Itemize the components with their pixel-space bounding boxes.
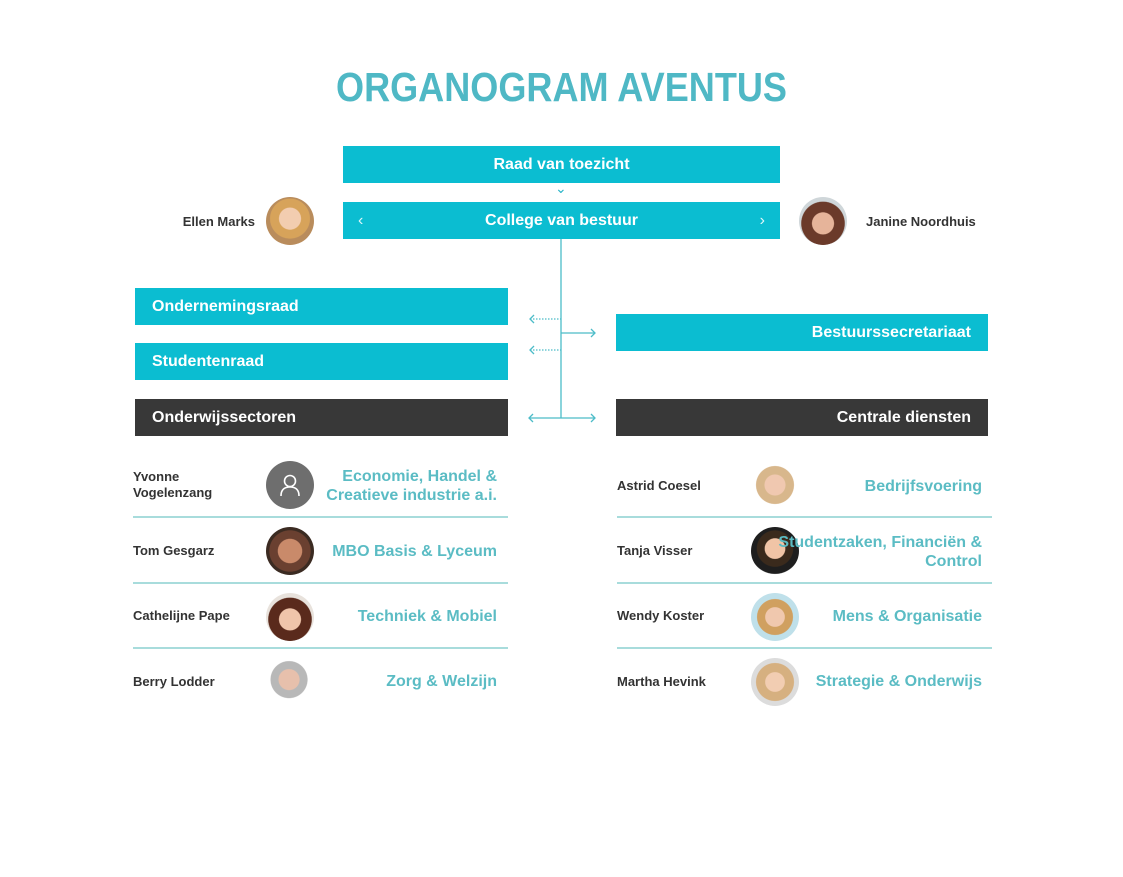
person-name: Cathelijne Pape — [133, 608, 230, 623]
row-divider — [133, 647, 508, 649]
studentenraad-box[interactable]: Studentenraad — [135, 343, 508, 380]
person-icon — [280, 474, 300, 497]
person-name: Yvonne Vogelenzang — [133, 469, 213, 500]
person-name: Janine Noordhuis — [866, 214, 976, 229]
avatar — [751, 593, 799, 641]
person-name: Wendy Koster — [617, 608, 705, 623]
person-name: Martha Hevink — [617, 674, 706, 689]
avatar — [751, 658, 799, 706]
college-van-bestuur-box[interactable]: ‹ College van bestuur › — [343, 202, 780, 239]
avatar — [266, 658, 314, 706]
onderwijssectoren-box[interactable]: Onderwijssectoren — [135, 399, 508, 436]
avatar — [266, 593, 314, 641]
raad-van-toezicht-box[interactable]: Raad van toezicht — [343, 146, 780, 183]
avatar — [799, 197, 847, 245]
person-name: Berry Lodder — [133, 674, 215, 689]
department-label: Mens & Organisatie — [832, 608, 982, 625]
chevron-down-icon: ⌄ — [555, 180, 567, 196]
avatar-placeholder — [266, 461, 314, 509]
chevron-left-icon[interactable]: ‹ — [358, 212, 364, 229]
person-name: Astrid Coesel — [617, 478, 701, 493]
avatar — [266, 197, 314, 245]
bestuurssecretariaat-box[interactable]: Bestuurssecretariaat — [616, 314, 988, 351]
person-name: Tom Gesgarz — [133, 543, 215, 558]
row-divider — [617, 647, 992, 649]
avatar — [751, 461, 799, 509]
department-label: Bedrijfsvoering — [864, 478, 982, 495]
row-divider — [133, 516, 508, 518]
avatar — [266, 527, 314, 575]
department-label: Zorg & Welzijn — [386, 673, 497, 690]
department-label: Strategie & Onderwijs — [815, 673, 982, 690]
avatar — [751, 527, 799, 575]
person-name: Ellen Marks — [182, 214, 255, 229]
department-label: MBO Basis & Lyceum — [332, 543, 497, 560]
chevron-right-icon[interactable]: › — [759, 212, 765, 229]
department-label: Economie, Handel & Creatieve industrie a… — [326, 468, 497, 504]
row-divider — [617, 582, 992, 584]
department-label: Techniek & Mobiel — [357, 608, 497, 625]
centrale-diensten-box[interactable]: Centrale diensten — [616, 399, 988, 436]
ondernemingsraad-box[interactable]: Ondernemingsraad — [135, 288, 508, 325]
page-title: ORGANOGRAM AVENTUS — [336, 64, 787, 110]
college-label: College van bestuur — [485, 211, 638, 229]
department-label: Studentzaken, Financiën & Control — [778, 534, 982, 570]
row-divider — [617, 516, 992, 518]
person-name: Tanja Visser — [617, 543, 693, 558]
row-divider — [133, 582, 508, 584]
